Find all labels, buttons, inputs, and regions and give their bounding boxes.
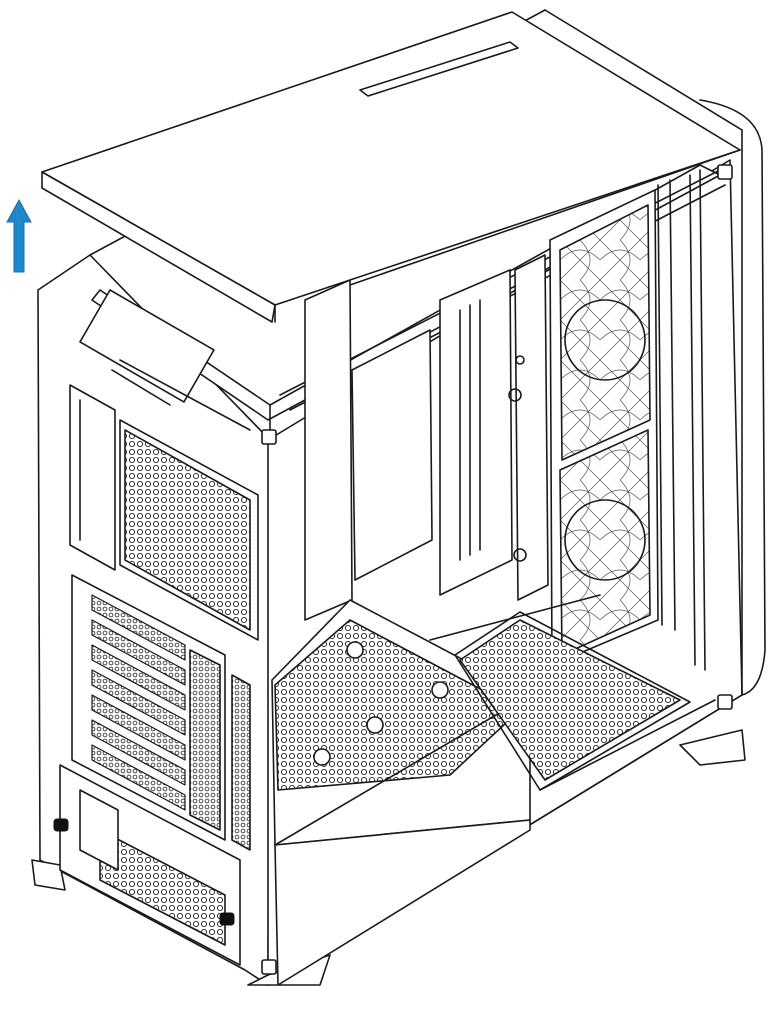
thumb-screw-icon bbox=[53, 818, 235, 926]
interior-frame bbox=[304, 254, 549, 621]
corner-brackets bbox=[261, 164, 733, 975]
rear-panel bbox=[59, 384, 259, 966]
top-panel bbox=[41, 11, 741, 323]
front-fan-bracket bbox=[549, 169, 706, 671]
lift-arrow-icon bbox=[6, 198, 32, 273]
bottom-mesh bbox=[429, 594, 716, 791]
